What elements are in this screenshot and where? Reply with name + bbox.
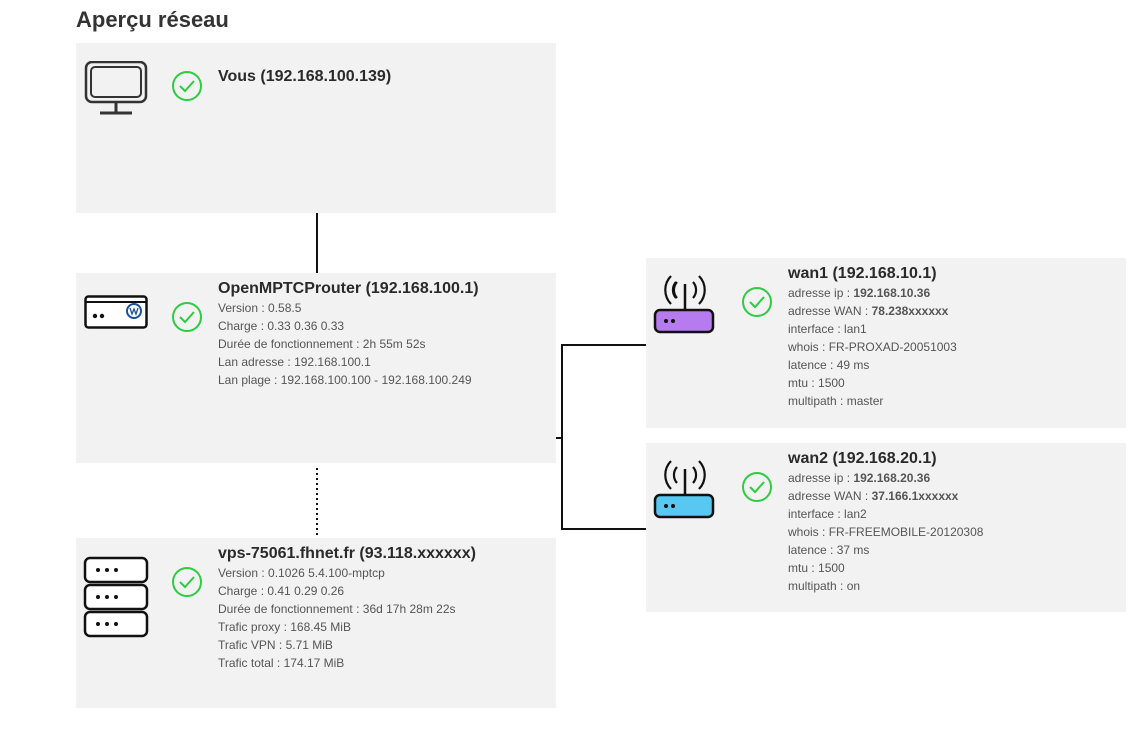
router-card[interactable]: OpenMPTCProuter (192.168.100.1) Version … [76,273,556,463]
wan2-info-line: interface : lan2 [788,507,867,521]
router-info-line: Charge : 0.33 0.36 0.33 [218,319,345,333]
check-circle-icon [742,287,772,317]
router-info-line: Durée de fonctionnement : 2h 55m 52s [218,337,426,351]
wan2-info-line: multipath : on [788,579,861,593]
wan-bracket [561,344,646,530]
check-circle-icon [172,567,202,597]
wan1-info-line: multipath : master [788,394,884,408]
client-name: Vous (192.168.100.139) [218,68,392,85]
wan2-info-line: whois : FR-FREEMOBILE-20120308 [788,525,984,539]
server-info-line: Trafic total : 174.17 MiB [218,656,345,670]
router-box-icon [84,295,148,329]
router-name: OpenMPTCProuter (192.168.100.1) [218,280,479,297]
wifi-router-icon [653,275,715,334]
wan1-info-line: latence : 49 ms [788,358,870,372]
router-info-line: Lan plage : 192.168.100.100 - 192.168.10… [218,373,472,387]
monitor-icon [84,61,148,115]
server-name: vps-75061.fhnet.fr (93.118.xxxxxx) [218,545,476,562]
client-card[interactable]: Vous (192.168.100.139) [76,43,556,213]
router-info-line: Lan adresse : 192.168.100.1 [218,355,371,369]
wan1-info-line: mtu : 1500 [788,376,845,390]
page-title: Aperçu réseau [76,7,229,32]
server-info-line: Version : 0.1026 5.4.100-mptcp [218,566,385,580]
server-stack-icon [83,556,149,638]
wan2-name: wan2 (192.168.20.1) [788,450,937,467]
check-circle-icon [172,71,202,101]
server-info-line: Trafic VPN : 5.71 MiB [218,638,333,652]
wan1-info-line: adresse WAN : 78.238xxxxxx [788,304,949,318]
server-info-line: Durée de fonctionnement : 36d 17h 28m 22… [218,602,456,616]
wan1-router-body [653,308,715,334]
wan1-card[interactable]: wan1 (192.168.10.1) adresse ip : 192.168… [646,258,1126,428]
wan2-info-line: latence : 37 ms [788,543,870,557]
wan2-info-line: adresse WAN : 37.166.1xxxxxx [788,489,959,503]
server-info-line: Charge : 0.41 0.29 0.26 [218,584,345,598]
wan1-info-line: whois : FR-PROXAD-20051003 [788,340,957,354]
check-circle-icon [742,472,772,502]
wan2-router-body [653,493,715,519]
router-info-line: Version : 0.58.5 [218,301,302,315]
wan2-info-line: mtu : 1500 [788,561,845,575]
check-circle-icon [172,302,202,332]
server-card[interactable]: vps-75061.fhnet.fr (93.118.xxxxxx) Versi… [76,538,556,708]
wifi-router-icon [653,460,715,519]
wan2-info-line: adresse ip : 192.168.20.36 [788,471,931,485]
wan1-info-line: interface : lan1 [788,322,867,336]
wan1-info-line: adresse ip : 192.168.10.36 [788,286,931,300]
wan1-name: wan1 (192.168.10.1) [788,265,937,282]
wan2-card[interactable]: wan2 (192.168.20.1) adresse ip : 192.168… [646,443,1126,612]
server-info-line: Trafic proxy : 168.45 MiB [218,620,351,634]
